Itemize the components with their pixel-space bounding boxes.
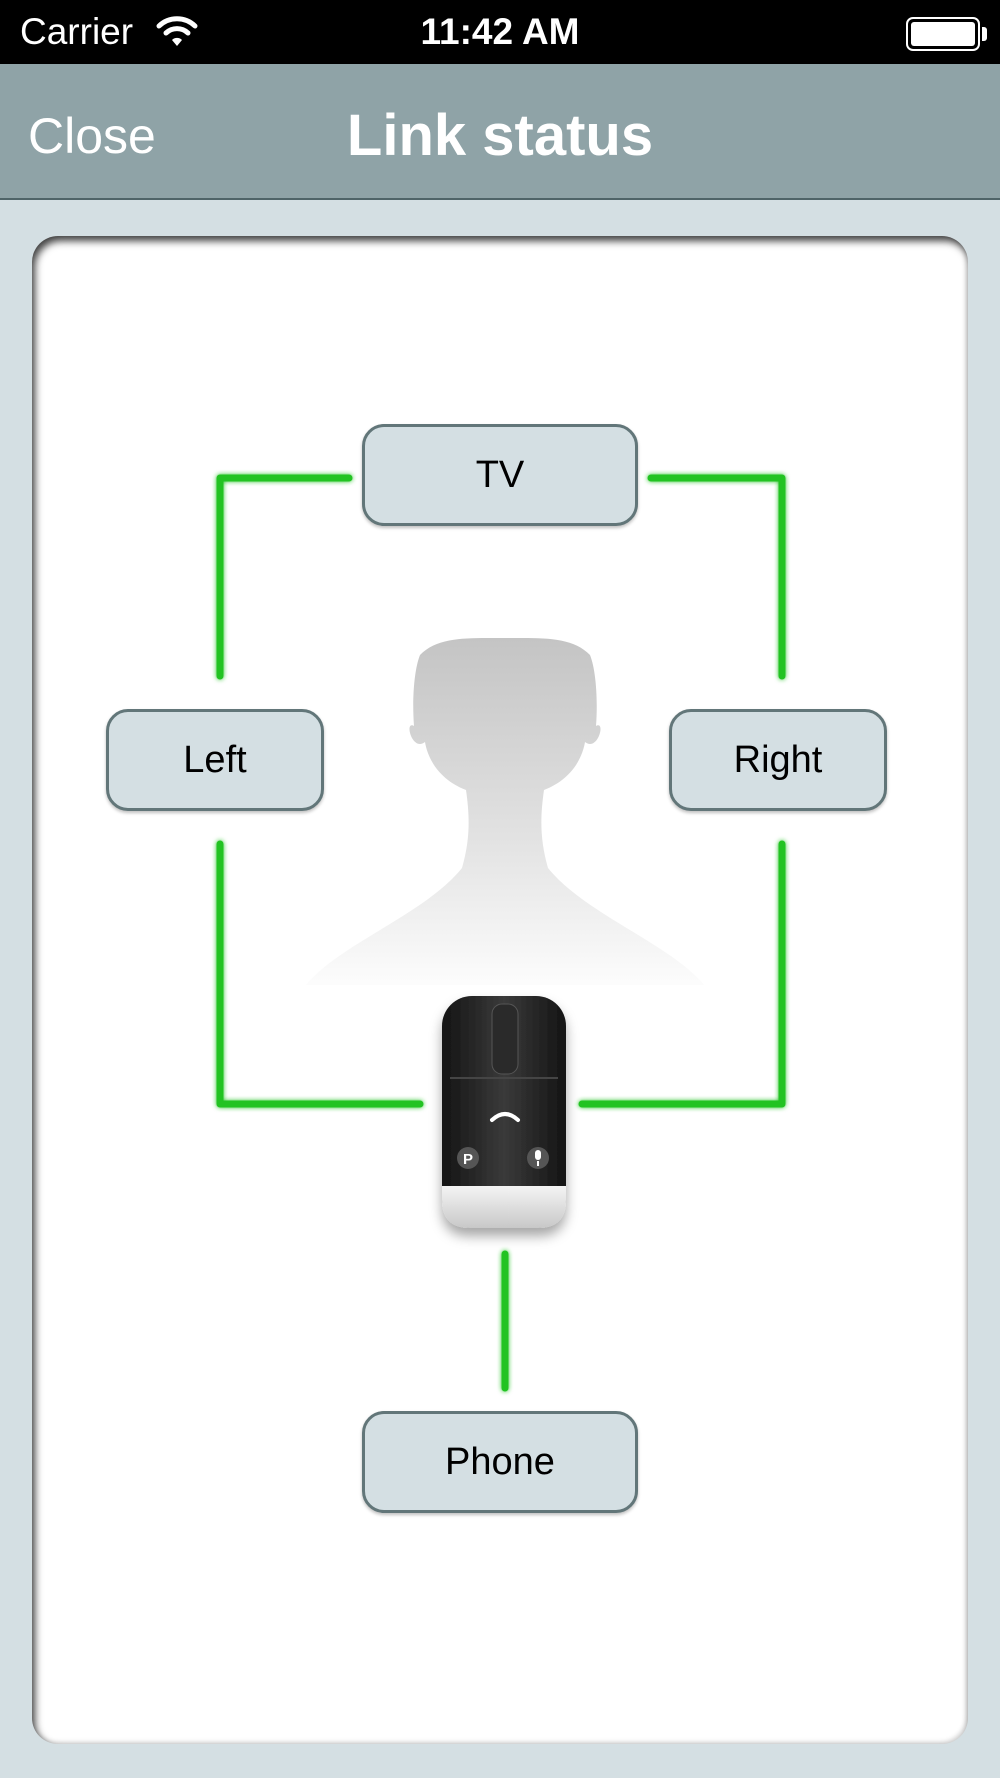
left-label: Left: [183, 738, 247, 781]
close-button[interactable]: Close: [28, 108, 156, 164]
tv-label: TV: [475, 453, 525, 496]
status-time: 11:42 AM: [420, 11, 580, 52]
phone-node[interactable]: Phone: [362, 1411, 638, 1513]
right-node[interactable]: Right: [669, 709, 887, 811]
carrier-label: Carrier: [20, 11, 134, 52]
battery-fill: [911, 22, 975, 46]
page-title: Link status: [346, 103, 654, 168]
battery-tip: [982, 27, 987, 41]
left-node[interactable]: Left: [106, 709, 324, 811]
battery-full-icon: [906, 17, 980, 51]
right-label: Right: [733, 738, 823, 781]
wifi-icon: [156, 16, 198, 46]
nav-bar: Close Link status: [0, 64, 1000, 200]
phone-label: Phone: [445, 1440, 555, 1483]
tv-node[interactable]: TV: [362, 424, 638, 526]
status-bar: Carrier 11:42 AM: [0, 0, 1000, 64]
